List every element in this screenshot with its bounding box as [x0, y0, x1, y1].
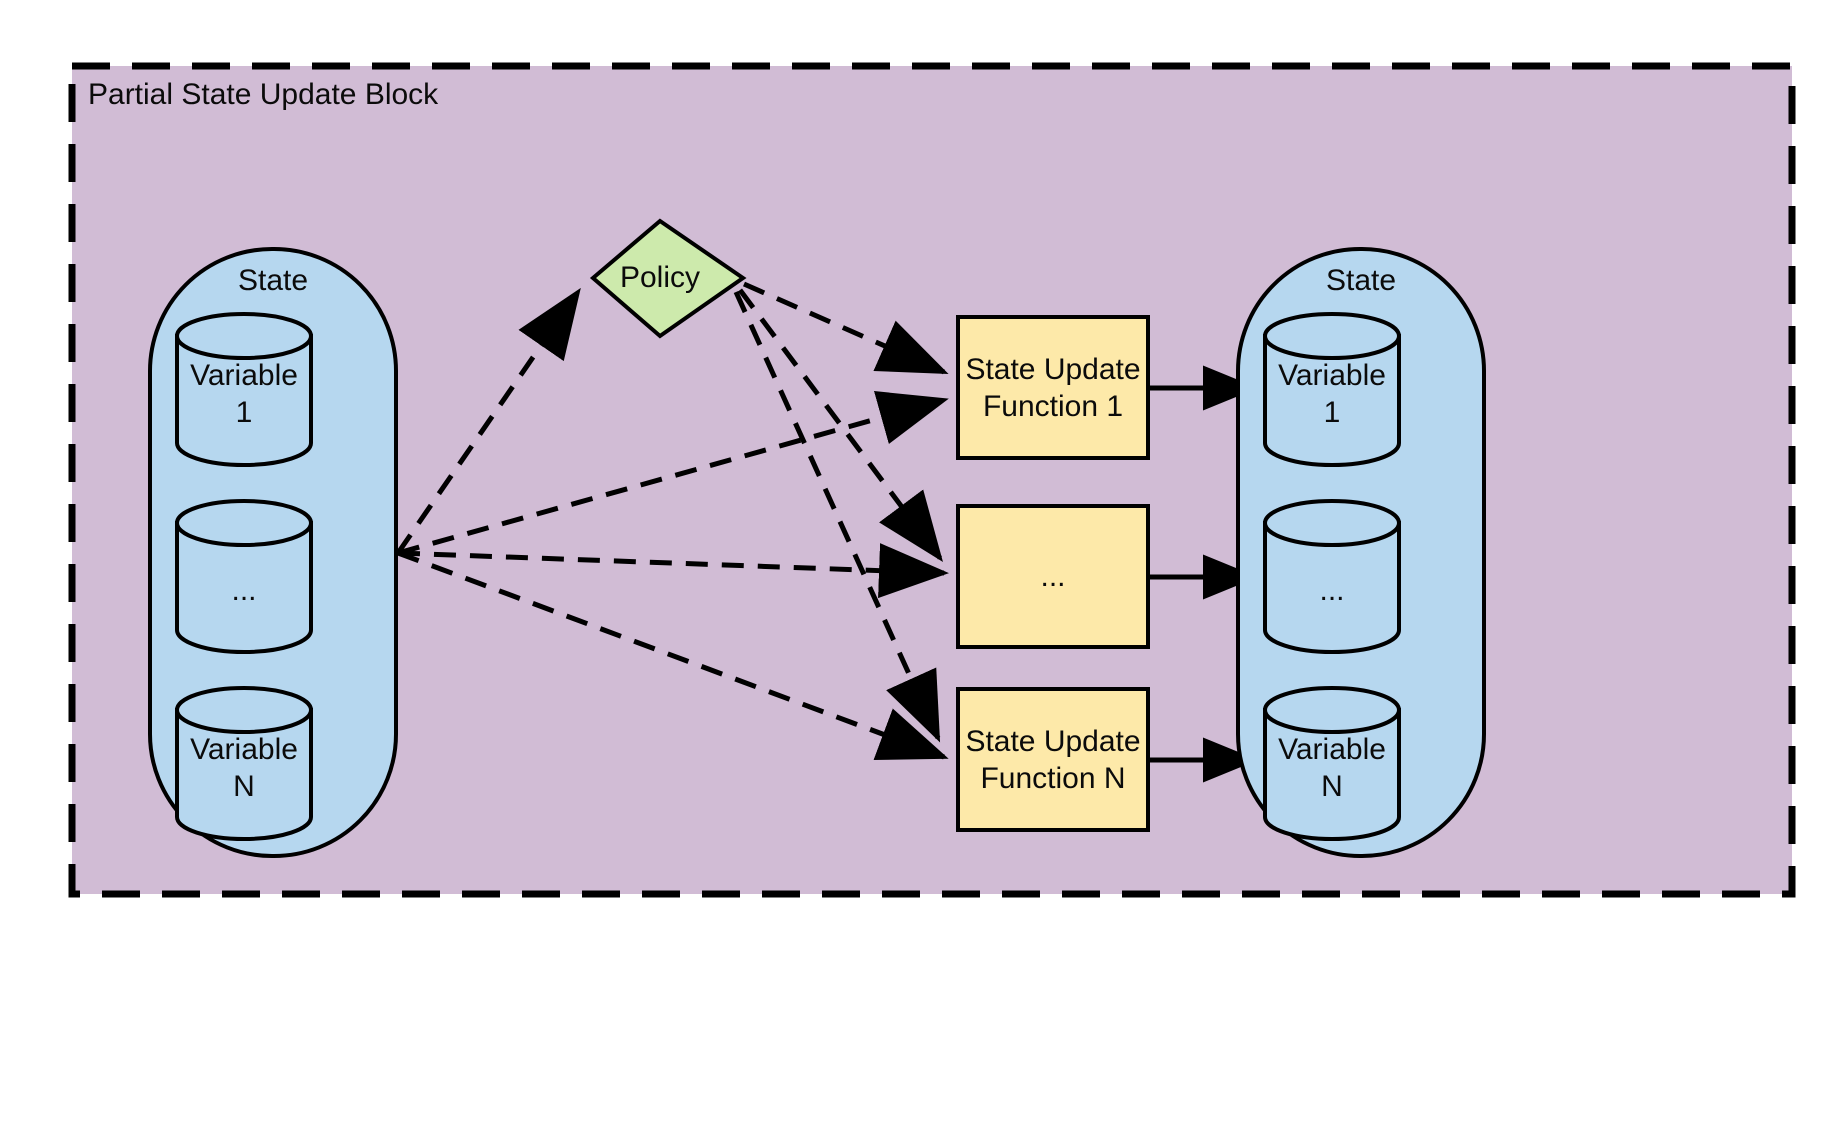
edges-state-to-nodes — [395, 287, 949, 761]
edges-policy-to-functions — [733, 281, 949, 743]
edge-state-to-function-n — [397, 550, 949, 761]
cylinder-output-variable-ellipsis: ... — [1263, 499, 1401, 654]
function-n-label-line2: Function N — [980, 762, 1125, 795]
cylinder-input-variable-1-line2: 1 — [236, 396, 253, 429]
block-title: Partial State Update Block — [88, 78, 439, 111]
cylinder-output-variable-n: Variable N — [1263, 686, 1401, 841]
state-update-function-1[interactable]: State Update Function 1 — [956, 315, 1150, 460]
cylinder-output-variable-1: Variable 1 — [1263, 312, 1401, 467]
cylinder-output-variable-ellipsis-line1: ... — [1319, 574, 1344, 607]
state-update-function-ellipsis[interactable]: ... — [956, 504, 1150, 649]
edge-state-to-function-1 — [397, 391, 949, 556]
cylinder-input-variable-n-line1: Variable — [190, 733, 298, 766]
state-input-title: State — [238, 264, 308, 297]
policy-label: Policy — [620, 261, 700, 294]
cylinder-input-variable-n: Variable N — [175, 686, 313, 841]
function-n-label-line1: State Update — [965, 725, 1140, 758]
cylinder-output-variable-1-line2: 1 — [1324, 396, 1341, 429]
cylinder-output-variable-n-line2: N — [1321, 770, 1343, 803]
cylinder-input-variable-1: Variable 1 — [175, 312, 313, 467]
edges-functions-to-state — [1148, 365, 1258, 783]
function-n-box[interactable] — [956, 687, 1150, 832]
function-1-label-line2: Function 1 — [983, 390, 1123, 423]
cylinder-output-variable-n-line1: Variable — [1278, 733, 1386, 766]
edge-state-to-function-ellipsis — [397, 543, 949, 599]
cylinder-input-variable-ellipsis: ... — [175, 499, 313, 654]
edge-policy-to-function-ellipsis — [737, 288, 943, 563]
cylinder-input-variable-n-line2: N — [233, 770, 255, 803]
cylinder-output-variable-1-line1: Variable — [1278, 359, 1386, 392]
function-1-box[interactable] — [956, 315, 1150, 460]
state-container-input: State Variable 1 ... Variable N — [148, 247, 398, 858]
policy-diamond-shape[interactable] — [589, 218, 747, 339]
state-update-function-n[interactable]: State Update Function N — [956, 687, 1150, 832]
function-1-label-line1: State Update — [965, 353, 1140, 386]
cylinder-input-variable-ellipsis-line1: ... — [231, 574, 256, 607]
edge-state-to-policy — [395, 287, 581, 555]
function-ellipsis-label-line1: ... — [1040, 560, 1065, 593]
edge-policy-to-function-1 — [742, 281, 949, 375]
policy-node[interactable]: Policy — [589, 218, 747, 339]
state-output-title: State — [1326, 264, 1396, 297]
edge-policy-to-function-n — [733, 290, 941, 743]
state-container-output: State Variable 1 ... Variable N — [1236, 247, 1486, 858]
cylinder-input-variable-1-line1: Variable — [190, 359, 298, 392]
